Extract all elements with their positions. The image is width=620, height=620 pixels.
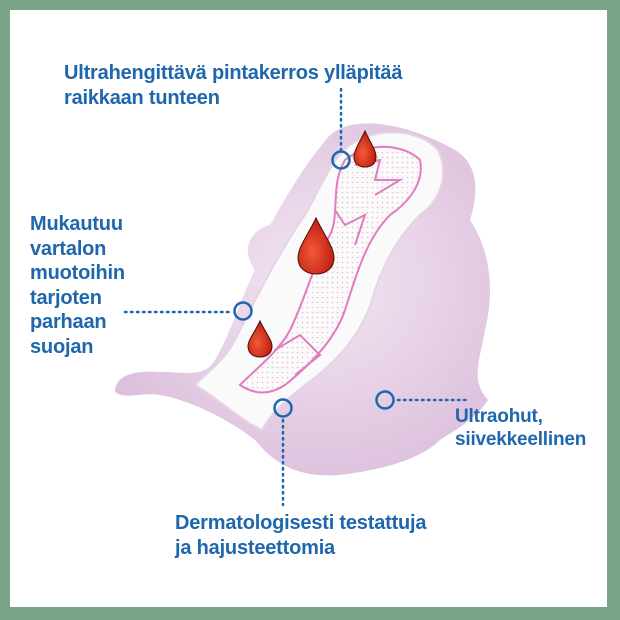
label-line: muotoihin [30,262,125,284]
label-dermatologically-tested: Dermatologisesti testattuja ja hajusteet… [175,511,427,561]
callout-marker-bottom [273,398,293,418]
label-line: Mukautuu [30,213,123,235]
label-ultra-thin-wings: Ultraohut, siivekkeellinen [455,405,586,451]
callout-marker-left [233,301,253,321]
label-line: Dermatologisesti testattuja [175,512,427,534]
label-line: vartalon [30,237,107,260]
label-line: siivekkeellinen [455,429,587,450]
label-line: ja hajusteettomia [175,537,335,559]
callout-marker-top [331,150,351,170]
drop-icon [247,319,273,358]
label-line: Ultraohut, [455,406,543,427]
label-breathable-top-layer: Ultrahengittävä pintakerros ylläpitää ra… [64,61,402,111]
label-line: tarjoten [30,286,102,309]
label-body-fit: Mukautuu vartalon muotoihin tarjoten par… [30,212,125,359]
label-line: parhaan [30,311,107,333]
label-line: suojan [30,335,94,358]
drop-icon [353,129,377,168]
label-line: raikkaan tunteen [64,87,220,109]
drop-icon [297,216,335,275]
callout-marker-right [375,390,395,410]
label-line: Ultrahengittävä pintakerros ylläpitää [64,62,403,84]
